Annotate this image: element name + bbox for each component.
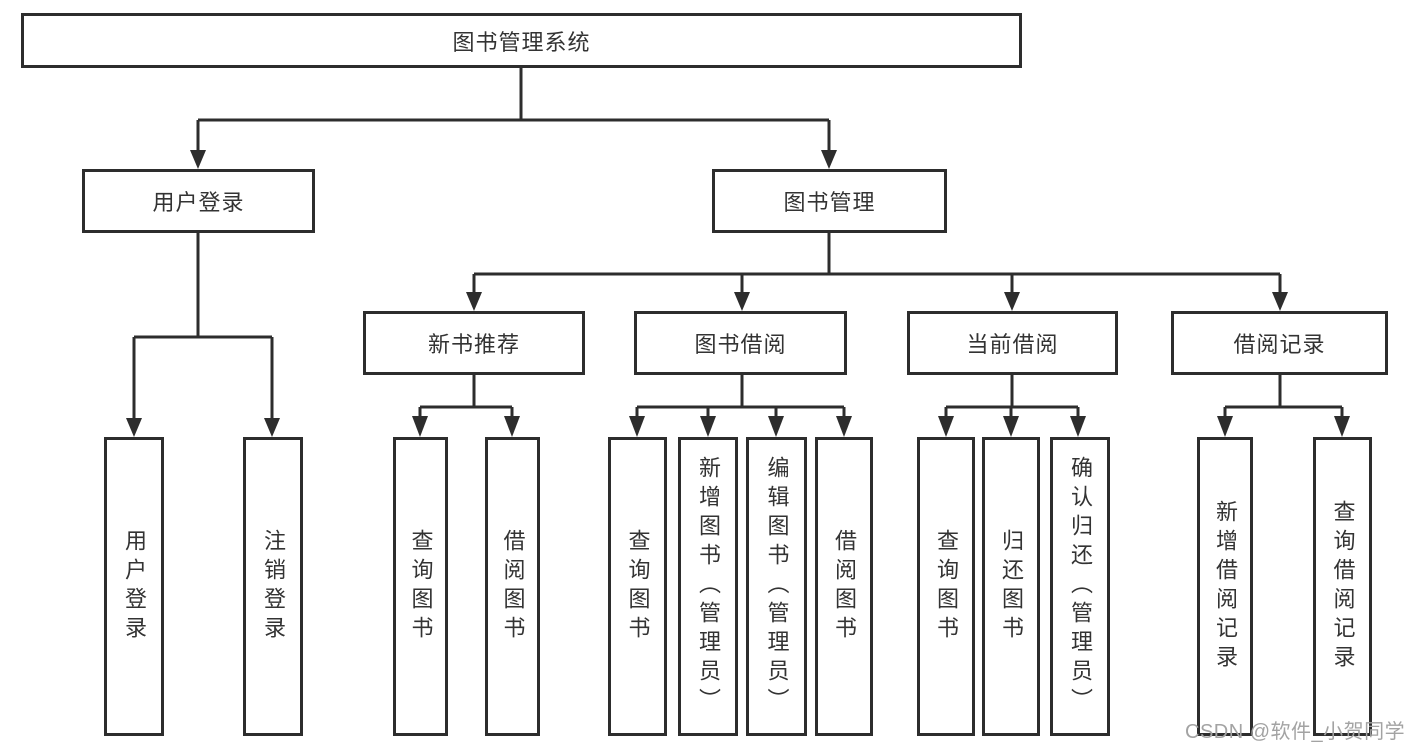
node-borrow-records: 借阅记录: [1171, 311, 1388, 375]
leaf-label: 用户登录: [122, 528, 147, 645]
leaf-query-books-current: 查询图书: [917, 437, 975, 736]
node-label: 图书管理: [783, 190, 876, 215]
leaf-label: 查询图书: [408, 528, 434, 645]
node-current-borrow: 当前借阅: [907, 311, 1118, 375]
leaf-add-borrow-record: 新增借阅记录: [1197, 437, 1253, 736]
leaf-label: 查询图书: [934, 528, 959, 645]
leaf-label: 查询借阅记录: [1330, 499, 1356, 674]
leaf-user-login: 用户登录: [104, 437, 164, 736]
leaf-return-book: 归还图书: [982, 437, 1040, 736]
node-label: 图书借阅: [694, 332, 787, 357]
node-label: 借阅记录: [1233, 332, 1326, 357]
node-label: 用户登录: [152, 190, 245, 215]
leaf-query-borrow-record: 查询借阅记录: [1313, 437, 1372, 736]
leaf-borrow-books-recommend: 借阅图书: [485, 437, 540, 736]
leaf-label: 注销登录: [261, 528, 286, 645]
node-label: 新书推荐: [427, 332, 520, 357]
connector-root-to-level2: [190, 68, 837, 169]
connector-borrow-record-children: [1217, 375, 1350, 437]
leaf-label: 查询图书: [625, 528, 651, 645]
node-label: 当前借阅: [966, 332, 1059, 357]
leaf-logout: 注销登录: [243, 437, 303, 736]
connector-current-borrow-children: [938, 375, 1086, 437]
leaf-label: 归还图书: [999, 528, 1024, 645]
leaf-confirm-return-admin: 确认归还（管理员）: [1050, 437, 1110, 736]
leaf-label: 新增图书（管理员）: [696, 456, 721, 717]
node-book-management: 图书管理: [712, 169, 947, 233]
leaf-label: 借阅图书: [500, 528, 526, 645]
leaf-edit-book-admin: 编辑图书（管理员）: [746, 437, 807, 736]
node-new-book-recommend: 新书推荐: [363, 311, 585, 375]
leaf-label: 借阅图书: [832, 528, 857, 645]
leaf-label: 新增借阅记录: [1213, 499, 1238, 674]
leaf-borrow-books: 借阅图书: [815, 437, 873, 736]
leaf-query-books-recommend: 查询图书: [393, 437, 448, 736]
node-book-borrow: 图书借阅: [634, 311, 847, 375]
leaf-label: 编辑图书（管理员）: [764, 456, 790, 717]
node-label: 图书管理系统: [452, 29, 591, 55]
node-user-login: 用户登录: [82, 169, 315, 233]
connector-user-login-children: [126, 233, 280, 437]
connector-book-borrow-children: [629, 375, 852, 437]
leaf-label: 确认归还（管理员）: [1068, 456, 1093, 717]
node-library-management-system: 图书管理系统: [21, 13, 1022, 68]
connector-new-book-children: [412, 375, 520, 437]
csdn-watermark: CSDN @软件_小贺同学: [1185, 721, 1405, 743]
leaf-query-books-borrow: 查询图书: [608, 437, 667, 736]
connector-book-management-children: [466, 233, 1288, 311]
leaf-add-book-admin: 新增图书（管理员）: [678, 437, 738, 736]
